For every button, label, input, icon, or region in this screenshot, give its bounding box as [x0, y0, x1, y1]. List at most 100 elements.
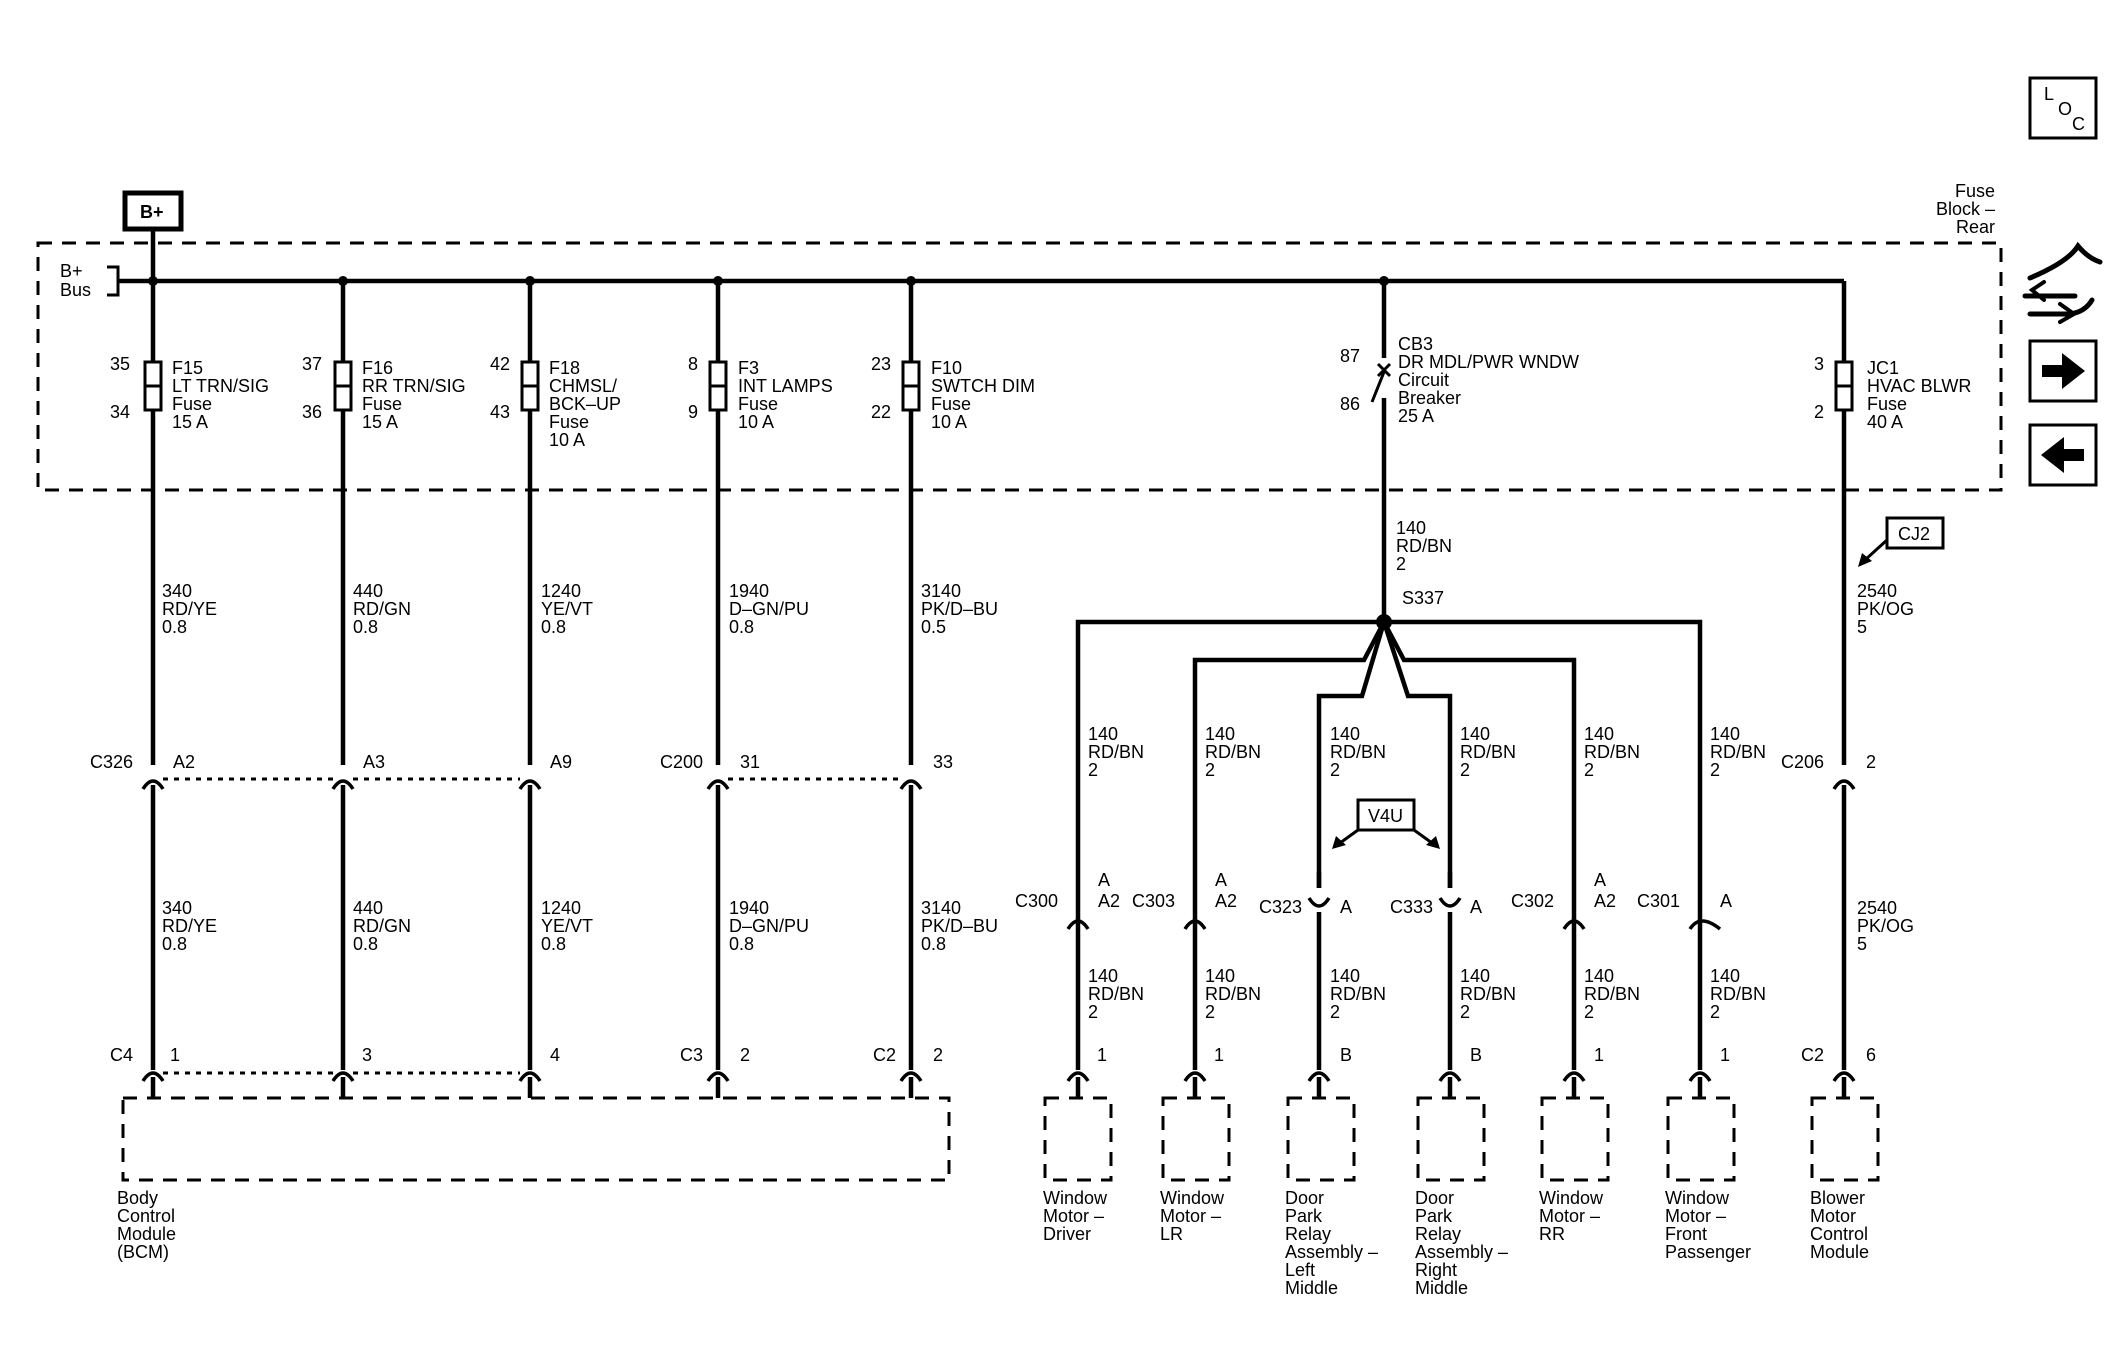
breaker-desc: DR MDL/PWR WNDW [1398, 352, 1579, 372]
loc-button[interactable]: L O C [2028, 76, 2098, 140]
harness-button[interactable] [2022, 241, 2103, 324]
svg-text:A: A [1470, 897, 1482, 917]
wire-label-1940-upper: 1940 D–GN/PU 0.8 [729, 581, 809, 637]
svg-text:2: 2 [1205, 1002, 1215, 1022]
svg-text:0.8: 0.8 [921, 934, 946, 954]
svg-text:140: 140 [1088, 966, 1118, 986]
svg-text:Park: Park [1285, 1206, 1323, 1226]
svg-text:RD/BN: RD/BN [1205, 742, 1261, 762]
svg-text:Module: Module [117, 1224, 176, 1244]
svg-text:RD/YE: RD/YE [162, 916, 217, 936]
svg-text:C300: C300 [1015, 891, 1058, 911]
wire-label-440-upper: 440 RD/GN 0.8 [353, 581, 411, 637]
cj2-callout: CJ2 [1858, 516, 1945, 567]
fuse-desc: INT LAMPS [738, 376, 833, 396]
connector-c302: A C302 A2 [1511, 870, 1616, 911]
fuse-line-4: Fuse [549, 412, 589, 432]
circuit-breaker-cb3: 87 86 CB3 DR MDL/PWR WNDW Circuit Breake… [1340, 276, 1579, 622]
svg-text:RD/BN: RD/BN [1460, 984, 1516, 1004]
bplus-label: B+ [140, 202, 164, 222]
svg-text:Control: Control [117, 1206, 175, 1226]
next-button[interactable] [2028, 339, 2098, 403]
svg-text:RD/BN: RD/BN [1710, 984, 1766, 1004]
svg-text:1: 1 [1594, 1045, 1604, 1065]
fuse-desc: CHMSL/ [549, 376, 617, 396]
loc-letter-o: O [2058, 99, 2072, 119]
fuse-pin-in: 42 [490, 354, 510, 374]
svg-text:140: 140 [1584, 724, 1614, 744]
fuse-pin-out: 34 [110, 402, 130, 422]
svg-text:Motor –: Motor – [1160, 1206, 1221, 1226]
svg-text:2: 2 [740, 1045, 750, 1065]
previous-button[interactable] [2028, 423, 2098, 487]
svg-text:Left: Left [1285, 1260, 1315, 1280]
fuse-f3: 8 9 F3 INT LAMPS Fuse 10 A [688, 276, 833, 765]
svg-text:(BCM): (BCM) [117, 1242, 169, 1262]
wire-label-1940-lower: 1940 D–GN/PU 0.8 [729, 898, 809, 954]
fuse-line-5: 10 A [549, 430, 585, 450]
splice-label: S337 [1402, 588, 1444, 608]
svg-text:140: 140 [1710, 724, 1740, 744]
svg-text:RD/BN: RD/BN [1396, 536, 1452, 556]
svg-text:Relay: Relay [1285, 1224, 1331, 1244]
arrow-left-icon [2041, 437, 2084, 473]
pin-a9: A9 [550, 752, 572, 772]
svg-text:Front: Front [1665, 1224, 1707, 1244]
svg-text:0.8: 0.8 [729, 934, 754, 954]
fuse-desc: HVAC BLWR [1867, 376, 1971, 396]
svg-text:1: 1 [1720, 1045, 1730, 1065]
door-park-relay-left-label: Door Park Relay Assembly – Left Middle [1285, 1188, 1378, 1298]
fuse-pin-in: 35 [110, 354, 130, 374]
blower-motor-control-module-label: Blower Motor Control Module [1810, 1188, 1869, 1262]
fuse-pin-out: 2 [1814, 402, 1824, 422]
svg-text:RD/GN: RD/GN [353, 916, 411, 936]
svg-text:2: 2 [1584, 1002, 1594, 1022]
wire-label-3140-lower: 3140 PK/D–BU 0.8 [921, 898, 998, 954]
svg-text:140: 140 [1460, 724, 1490, 744]
svg-text:0.8: 0.8 [162, 934, 187, 954]
svg-text:440: 440 [353, 898, 383, 918]
svg-text:C303: C303 [1132, 891, 1175, 911]
svg-text:Assembly –: Assembly – [1285, 1242, 1378, 1262]
svg-text:Body: Body [117, 1188, 158, 1208]
fuse-f15: 35 34 F15 LT TRN/SIG Fuse 15 A [110, 276, 269, 765]
window-motor-rr-label: Window Motor – RR [1539, 1188, 1604, 1244]
fuse-desc: RR TRN/SIG [362, 376, 466, 396]
fuse-line-3: Fuse [738, 394, 778, 414]
svg-text:C333: C333 [1390, 897, 1433, 917]
svg-text:RD/BN: RD/BN [1710, 742, 1766, 762]
fuse-pin-in: 3 [1814, 354, 1824, 374]
fuse-block-label-2: Block – [1936, 199, 1995, 219]
svg-text:1: 1 [1214, 1045, 1224, 1065]
svg-text:2: 2 [933, 1045, 943, 1065]
svg-text:PK/D–BU: PK/D–BU [921, 916, 998, 936]
svg-text:2540: 2540 [1857, 898, 1897, 918]
svg-text:2: 2 [1584, 760, 1594, 780]
connector-c300: A C300 A2 [1015, 870, 1120, 911]
svg-text:2: 2 [1460, 760, 1470, 780]
svg-text:2: 2 [1710, 1002, 1720, 1022]
pin-31: 31 [740, 752, 760, 772]
fuse-line-4: 15 A [172, 412, 208, 432]
svg-text:C3: C3 [680, 1045, 703, 1065]
fuse-block-outline [36, 241, 2003, 492]
svg-text:Motor –: Motor – [1043, 1206, 1104, 1226]
svg-text:0.8: 0.8 [353, 934, 378, 954]
door-park-relay-right-box [1416, 1096, 1486, 1182]
fuse-f18: 42 43 F18 CHMSL/ BCK–UP Fuse 10 A [490, 276, 621, 765]
breaker-pin-out: 86 [1340, 394, 1360, 414]
fuse-name: JC1 [1867, 358, 1899, 378]
fuse-name: F10 [931, 358, 962, 378]
svg-text:A2: A2 [1594, 891, 1616, 911]
connector-row-mid [141, 777, 1856, 800]
lower-wires-left [150, 800, 1847, 1070]
connector-c206: C206 [1781, 752, 1824, 772]
fuse-line-4: 10 A [931, 412, 967, 432]
connector-c200: C200 [660, 752, 703, 772]
svg-text:0.8: 0.8 [353, 617, 378, 637]
svg-text:6: 6 [1866, 1045, 1876, 1065]
fuse-pin-in: 37 [302, 354, 322, 374]
breaker-name: CB3 [1398, 334, 1433, 354]
